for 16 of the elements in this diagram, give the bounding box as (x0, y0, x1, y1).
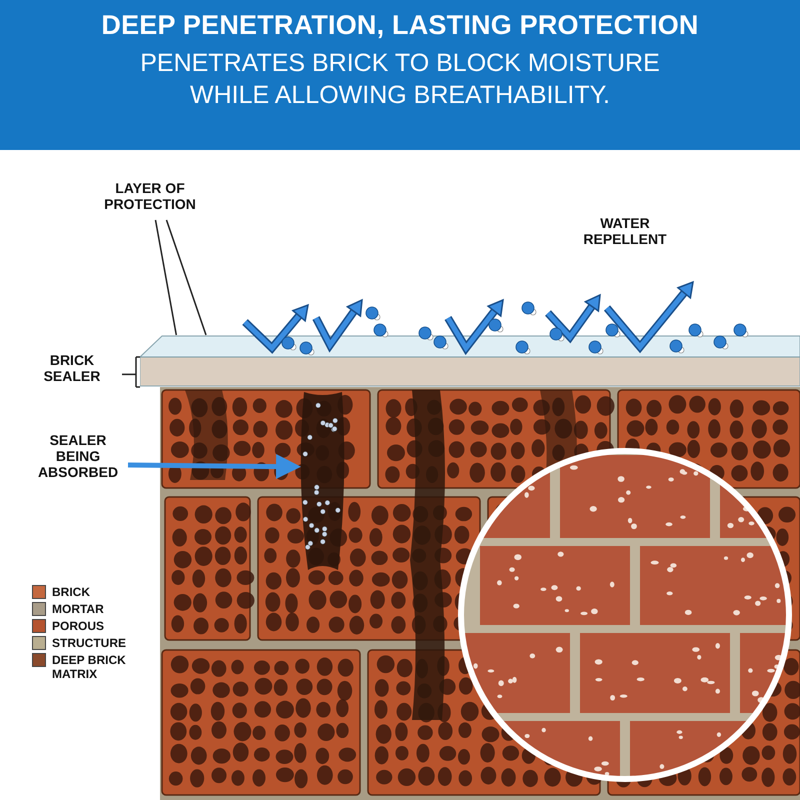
legend-label: BRICK (52, 585, 91, 599)
legend-label: STRUCTURE (52, 636, 127, 650)
absorbed-sealer-channel (140, 335, 800, 387)
legend-label: POROUS (52, 619, 106, 633)
callout-label: WATER REPELLENT (582, 215, 668, 247)
callout-label: LAYER OF PROTECTION (95, 180, 205, 220)
callout-label: SEALER BEING ABSORBED (28, 432, 128, 490)
arrow (128, 454, 301, 480)
leader-line (121, 356, 141, 388)
leader-line (166, 220, 207, 336)
legend-label: MORTAR (52, 602, 105, 616)
leader-line (154, 220, 178, 336)
subtitle: PENETRATES BRICK TO BLOCK MOISTURE WHILE ALLOWING BREATHABILITY. (139, 48, 661, 111)
title: DEEP PENETRATION, LASTING PROTECTION (101, 10, 699, 41)
legend-label: DEEP BRICK MATRIX (52, 653, 127, 681)
callout-label: BRICK SEALER (22, 352, 122, 408)
